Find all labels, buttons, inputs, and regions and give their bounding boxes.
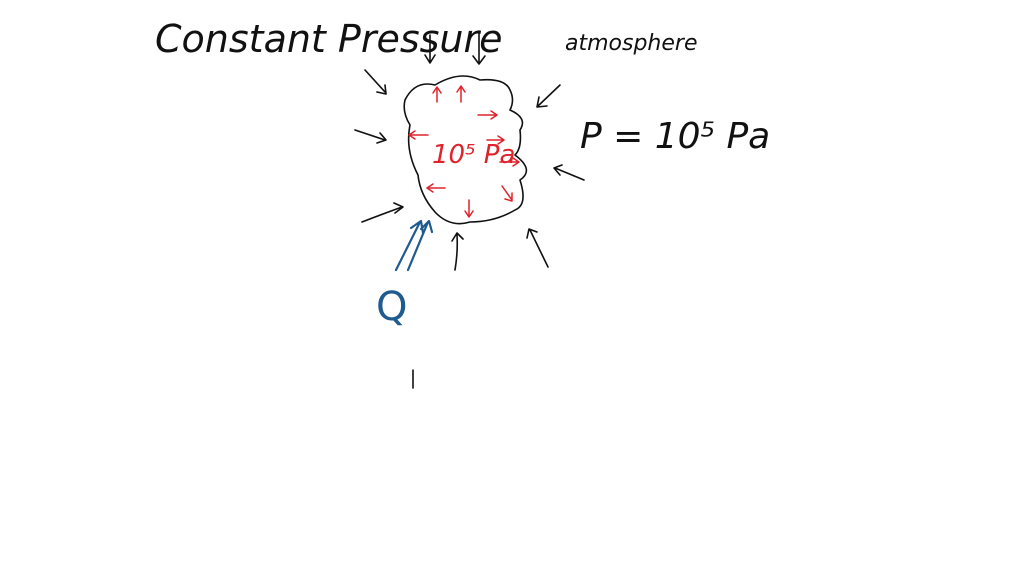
red-arrow-right-1 xyxy=(477,110,498,120)
red-arrow-up-2 xyxy=(456,85,466,103)
black-arrow-left-1 xyxy=(553,164,585,181)
heat-arrow-2 xyxy=(406,219,434,272)
black-arrow-diag-topright xyxy=(536,84,561,108)
black-arrow-up-1 xyxy=(451,232,464,271)
red-arrow-right-3 xyxy=(499,157,520,167)
title-text: Constant Pressure xyxy=(155,17,503,61)
atmosphere-label: atmosphere xyxy=(565,31,697,56)
red-arrow-right-2 xyxy=(486,135,505,145)
inside-pressure-label: 10⁵ Pa xyxy=(432,140,515,170)
atmosphere-pressure-arrows xyxy=(354,31,585,271)
black-arrow-diag-topleft xyxy=(364,69,387,95)
red-arrow-left-2 xyxy=(426,183,446,193)
red-arrow-down-right xyxy=(501,185,513,202)
red-arrow-left-1 xyxy=(408,130,429,140)
internal-pressure-arrows xyxy=(408,85,520,218)
outside-pressure-label: P = 10⁵ Pa xyxy=(580,116,770,157)
gas-boundary xyxy=(403,75,528,225)
red-arrow-down-1 xyxy=(464,199,474,218)
black-arrow-down-2 xyxy=(472,31,486,65)
black-arrow-down-1 xyxy=(424,34,436,64)
black-arrow-up-left xyxy=(526,228,549,268)
heat-label: Q xyxy=(376,284,407,330)
red-arrow-up-1 xyxy=(432,86,442,103)
black-arrow-right-1 xyxy=(354,129,387,144)
heat-arrows xyxy=(394,219,434,272)
black-arrow-right-2 xyxy=(361,202,404,223)
